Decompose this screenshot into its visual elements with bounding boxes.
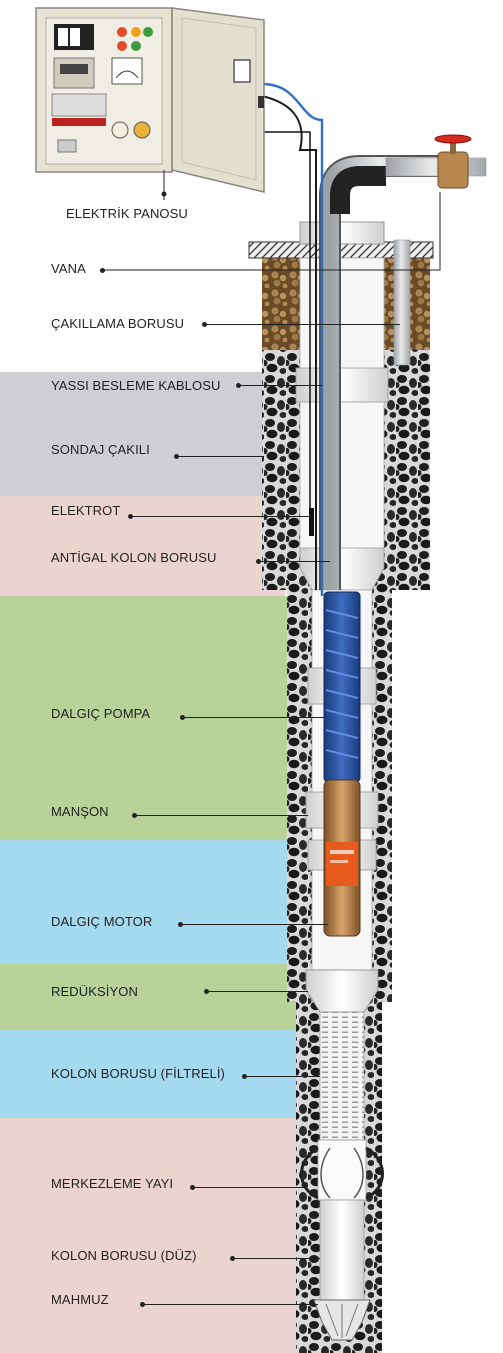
label-vana: VANA [51,261,86,276]
leader-dot-motor [178,922,183,927]
leader-line-antigal [260,561,330,562]
band-motor [0,840,290,964]
leader-dot-elektrot [128,514,133,519]
leader-line-filtreli [246,1076,320,1077]
label-cakillama-borusu: ÇAKILLAMA BORUSU [51,316,185,331]
label-sondaj-cakili: SONDAJ ÇAKILI [51,442,150,457]
label-mahmuz: MAHMUZ [51,1292,109,1307]
leader-dot-reduksiyon [204,989,209,994]
label-antigal-kolon-borusu: ANTİGAL KOLON BORUSU [51,550,217,565]
leader-dot-antigal [256,559,261,564]
leader-line-elektrot [132,516,310,517]
band-filter-pipe [0,1030,296,1118]
leader-line-kablo [240,385,322,386]
band-pump [0,596,290,840]
leader-line-reduksiyon [208,991,308,992]
leader-dot-mahmuz [140,1302,145,1307]
leader-line-duz [234,1258,320,1259]
leader-line-mahmuz [144,1304,318,1305]
leader-dot-manson [132,813,137,818]
leader-line-sondaj [178,456,264,457]
leader-dot-filtreli [242,1074,247,1079]
leader-line-motor [182,924,328,925]
label-elektrik-panosu: ELEKTRİK PANOSU [66,206,188,221]
band-cable [0,372,285,496]
label-kolon-borusu-duz: KOLON BORUSU (DÜZ) [51,1248,197,1263]
valve-icon [434,134,472,189]
leader-dot-duz [230,1256,235,1261]
leader-line-merkezleme [194,1187,306,1188]
label-kolon-borusu-filtreli: KOLON BORUSU (FİLTRELİ) [51,1066,225,1081]
band-bottom [0,1118,296,1353]
label-merkezleme-yayi: MERKEZLEME YAYI [51,1176,174,1191]
band-electrode [0,496,285,596]
leader-dot-vana [100,268,105,273]
label-manson: MANŞON [51,804,109,819]
label-elektrot: ELEKTROT [51,503,121,518]
leader-line-manson [136,815,308,816]
leader-dot-cakillama [202,322,207,327]
leader-line-cakillama [206,324,400,325]
leader-line-pompa [184,717,326,718]
label-reduksiyon: REDÜKSİYON [51,984,138,999]
leader-dot-merkezleme [190,1185,195,1190]
leader-dot-kablo [236,383,241,388]
band-reduction [0,964,296,1030]
label-dalgic-motor: DALGIÇ MOTOR [51,914,153,929]
label-dalgic-pompa: DALGIÇ POMPA [51,706,151,721]
label-yassi-besleme-kablosu: YASSI BESLEME KABLOSU [51,378,221,393]
leader-dot-sondaj [174,454,179,459]
leader-dot-pompa [180,715,185,720]
